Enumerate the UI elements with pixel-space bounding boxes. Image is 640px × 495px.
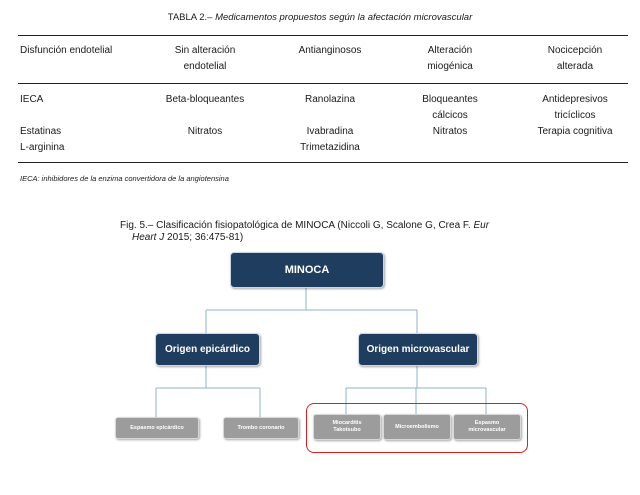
table-caption-text: Medicamentos propuestos según la afectac… xyxy=(215,12,473,23)
node-espasmo-microvascular: Espasmo microvascular xyxy=(453,414,521,440)
node-label-line: Microembolismo xyxy=(395,423,439,430)
header-line: alterada xyxy=(556,61,594,72)
table-cell: Estatinas xyxy=(20,126,62,137)
header-sin-alteracion: Sin alteración endotelial xyxy=(150,43,260,75)
caption-journal: Eur xyxy=(473,220,490,231)
microvascular-highlight-box xyxy=(306,403,528,453)
table-cell: Ivabradina xyxy=(306,126,354,137)
node-espasmo-epicardico: Espasmo epicárdico xyxy=(115,417,199,439)
node-minoca: MINOCA xyxy=(230,252,384,288)
table-cell: cálcicos xyxy=(432,110,468,121)
header-line: miogénica xyxy=(427,61,473,72)
table-footnote: IECA: inhibidores de la enzima convertid… xyxy=(20,174,229,183)
node-microembolismo: Microembolismo xyxy=(383,414,451,440)
caption-text: Fig. 5.– Clasificación fisiopatológica d… xyxy=(120,220,471,231)
table-top-rule xyxy=(18,35,628,36)
table-cell: Beta-bloqueantes xyxy=(165,94,245,105)
table-cell: Terapia cognitiva xyxy=(537,126,613,137)
table-cell: Nitratos xyxy=(432,126,468,137)
header-disfuncion-endotelial: Disfunción endotelial xyxy=(20,43,150,59)
node-label-line: microvascular xyxy=(468,427,506,433)
header-line: Alteración xyxy=(427,45,473,56)
table-cell: Ranolazina xyxy=(304,94,356,105)
node-origen-epicardico: Origen epicárdico xyxy=(155,333,260,366)
header-line: Sin alteración xyxy=(174,45,236,56)
figure-caption-line1: Fig. 5.– Clasificación fisiopatológica d… xyxy=(120,220,560,232)
node-label-line: Takotsubo xyxy=(333,427,361,433)
node-trombo-coronario: Trombo coronario xyxy=(223,417,299,439)
node-miocarditis-takotsubo: Miocarditis Takotsubo xyxy=(313,414,381,440)
table-cell: L-arginina xyxy=(20,142,65,153)
figure-caption: Fig. 5.– Clasificación fisiopatológica d… xyxy=(120,220,560,244)
node-label-line: Miocarditis xyxy=(332,420,362,426)
table-caption: TABLA 2.– Medicamentos propuestos según … xyxy=(0,12,640,23)
caption-text: 2015; 36:475-81) xyxy=(167,232,244,243)
table-cell: Bloqueantes xyxy=(422,94,478,105)
node-label-line: Espasmo xyxy=(474,420,500,426)
header-line: endotelial xyxy=(183,61,227,72)
table-header-rule xyxy=(18,83,628,84)
table-bottom-rule xyxy=(18,162,628,163)
table-cell: tricíclicos xyxy=(554,110,596,121)
header-alteracion-miogenica: Alteración miogénica xyxy=(395,43,505,75)
table-caption-label: TABLA 2.– xyxy=(167,12,213,23)
header-line: Antianginosos xyxy=(298,45,362,56)
table-cell: IECA xyxy=(20,94,44,105)
table-cell: Antidepresivos xyxy=(542,94,608,105)
figure-caption-line2: Heart J 2015; 36:475-81) xyxy=(120,232,560,244)
node-origen-microvascular: Origen microvascular xyxy=(358,333,478,366)
header-nocicepcion-alterada: Nocicepción alterada xyxy=(515,43,635,75)
header-antianginosos: Antianginosos xyxy=(270,43,390,59)
header-line: Nocicepción xyxy=(547,45,603,56)
header-line: Disfunción endotelial xyxy=(20,45,113,56)
table-cell: Nitratos xyxy=(187,126,223,137)
caption-journal: Heart J xyxy=(132,232,165,243)
table-cell: Trimetazidina xyxy=(300,142,360,153)
